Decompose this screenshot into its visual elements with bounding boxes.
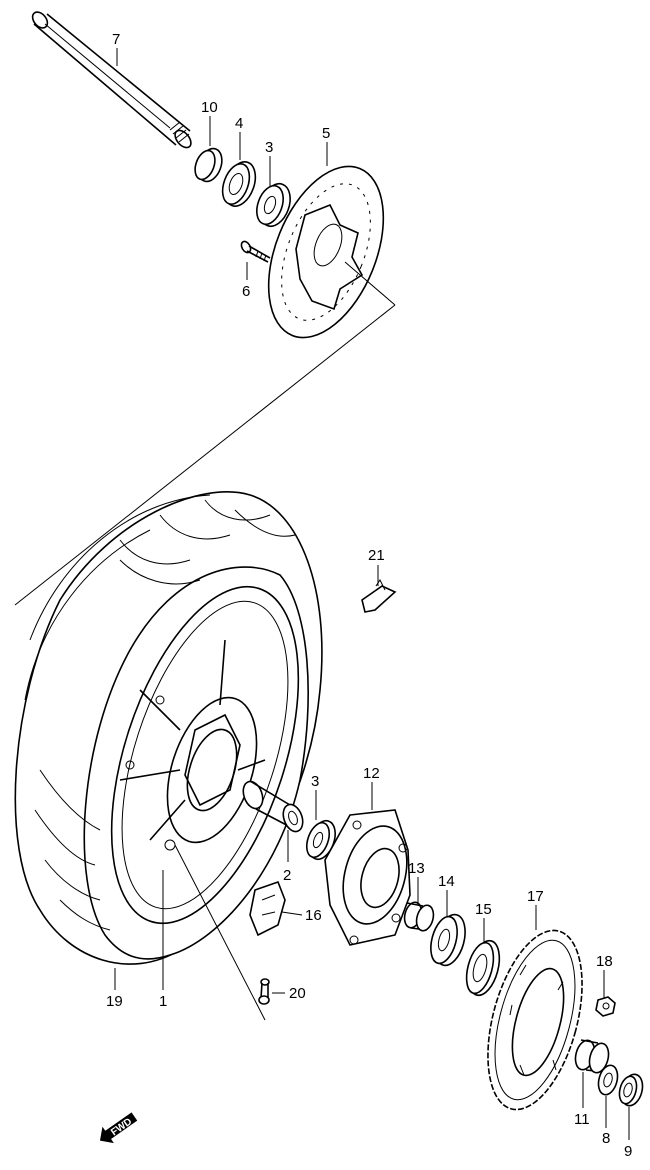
callout-15: 15 xyxy=(475,901,492,918)
collar-11-part xyxy=(574,1039,610,1074)
bearing-lower-part xyxy=(305,819,336,861)
callout-20: 20 xyxy=(289,985,306,1002)
callout-8: 8 xyxy=(602,1130,610,1147)
callout-3-upper: 3 xyxy=(265,139,273,156)
callout-21: 21 xyxy=(368,547,385,564)
damper-part xyxy=(249,880,286,937)
callout-13: 13 xyxy=(408,860,425,877)
callout-14: 14 xyxy=(438,873,455,890)
bolt-part xyxy=(240,240,271,263)
bearing-14-part xyxy=(430,913,466,967)
sprocket-drum-part xyxy=(324,809,411,946)
callout-19: 19 xyxy=(106,993,123,1010)
callout-6: 6 xyxy=(242,283,250,300)
collar-part xyxy=(242,780,304,833)
oil-seal-15-part xyxy=(465,939,501,997)
spacer-part xyxy=(194,147,223,183)
callout-2: 2 xyxy=(283,867,291,884)
callout-10: 10 xyxy=(201,99,218,116)
callout-17: 17 xyxy=(527,888,544,905)
callout-5: 5 xyxy=(322,125,330,142)
leader-lines xyxy=(114,48,630,1140)
fwd-arrow-icon: FWD xyxy=(99,1112,138,1144)
axle-part xyxy=(31,11,192,149)
nut-part xyxy=(595,996,616,1017)
oil-seal-part xyxy=(221,161,257,207)
callout-7: 7 xyxy=(112,31,120,48)
valve-part xyxy=(258,978,270,1005)
callout-11: 11 xyxy=(574,1111,590,1128)
bearing-upper-part xyxy=(256,182,291,228)
callout-1: 1 xyxy=(159,993,167,1010)
callout-3-lower: 3 xyxy=(311,773,319,790)
callout-4: 4 xyxy=(235,115,243,132)
rear-sprocket-part xyxy=(487,929,583,1111)
balance-weight-part xyxy=(361,579,397,613)
callout-labels: 7 10 4 3 5 6 21 3 12 2 13 14 15 17 16 18… xyxy=(106,31,632,1160)
callout-9: 9 xyxy=(624,1143,632,1160)
callout-18: 18 xyxy=(596,953,613,970)
washer-part xyxy=(597,1064,619,1096)
callout-16: 16 xyxy=(305,907,322,924)
callout-12: 12 xyxy=(363,765,380,782)
bushing-part xyxy=(403,901,435,932)
brake-disc-part xyxy=(14,165,396,606)
axle-nut-part xyxy=(618,1073,644,1107)
